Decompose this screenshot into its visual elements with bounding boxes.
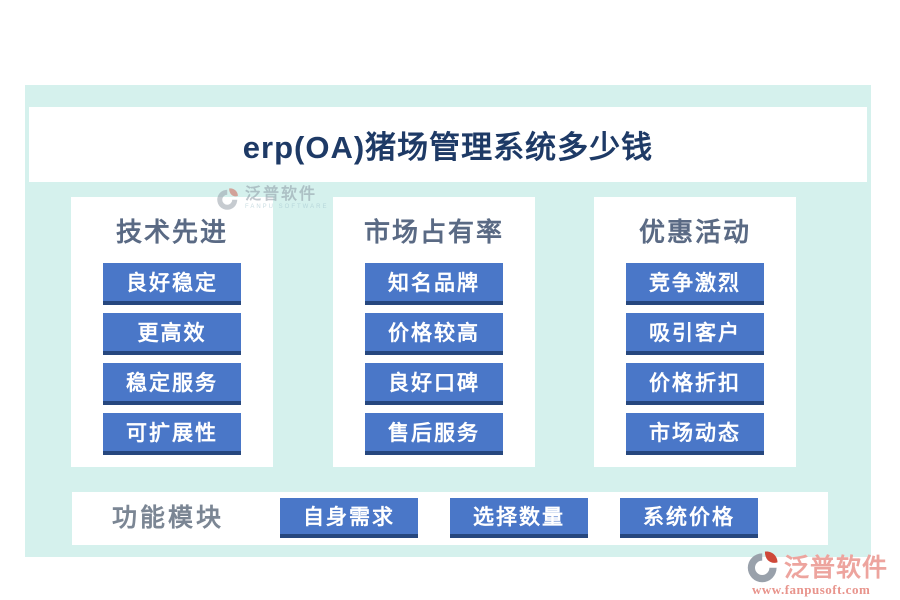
card-item-label: 售后服务	[365, 413, 503, 455]
feature-card-promotions: 优惠活动 竞争激烈 吸引客户 价格折扣 市场动态	[594, 197, 796, 467]
card-item-label: 市场动态	[626, 413, 764, 455]
card-item-label: 良好口碑	[365, 363, 503, 405]
card-item-label: 稳定服务	[103, 363, 241, 405]
feature-card-technology: 技术先进 良好稳定 更高效 稳定服务 可扩展性	[71, 197, 273, 467]
watermark-url-text: www.fanpusoft.com	[752, 582, 871, 597]
card-header: 优惠活动	[638, 217, 751, 247]
card-item-label: 良好稳定	[103, 263, 241, 305]
bottom-item-label: 自身需求	[280, 498, 418, 538]
card-item-label: 知名品牌	[365, 263, 503, 305]
card-item-label: 吸引客户	[626, 313, 764, 355]
card-header: 技术先进	[115, 217, 228, 247]
card-item-label: 更高效	[103, 313, 241, 355]
bottom-bar: 功能模块 自身需求 选择数量 系统价格	[72, 492, 828, 545]
card-item-label: 价格折扣	[626, 363, 764, 405]
card-header: 市场占有率	[363, 217, 504, 247]
feature-card-market-share: 市场占有率 知名品牌 价格较高 良好口碑 售后服务	[333, 197, 535, 467]
card-item-label: 竞争激烈	[626, 263, 764, 305]
title-bar: erp(OA)猪场管理系统多少钱	[29, 107, 867, 182]
watermark-brand-text: 泛普软件	[784, 554, 889, 582]
bottom-item-label: 选择数量	[450, 498, 588, 538]
card-item-label: 可扩展性	[103, 413, 241, 455]
bottom-item-label: 系统价格	[620, 498, 758, 538]
page-title: erp(OA)猪场管理系统多少钱	[242, 130, 654, 165]
watermark-bottom: 泛普软件 www.fanpusoft.com	[746, 548, 888, 598]
card-item-label: 价格较高	[365, 313, 503, 355]
bottom-bar-label: 功能模块	[112, 504, 225, 532]
fanpu-logo-icon	[747, 551, 778, 583]
